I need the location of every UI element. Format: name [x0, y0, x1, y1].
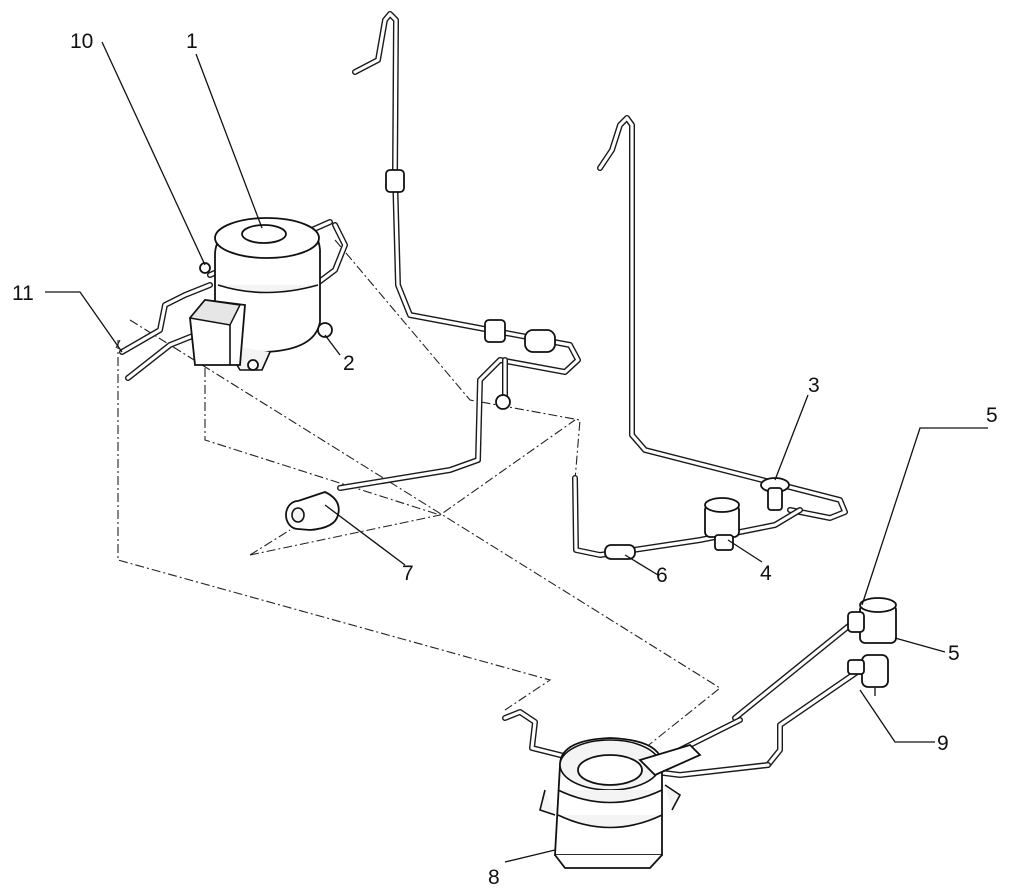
- capacitor-7: [285, 491, 340, 531]
- callout-labels: 10 1 11 2 3 5 7 6 4 5 9 8: [12, 30, 998, 889]
- callout-10: 10: [70, 30, 93, 53]
- callout-11: 11: [12, 282, 34, 305]
- valve-3: [760, 477, 790, 511]
- callout-3: 3: [808, 374, 820, 397]
- valve-9: [847, 654, 889, 696]
- callout-1: 1: [186, 30, 198, 53]
- dash-connection-lines: [114, 239, 721, 761]
- pipe-network: [119, 11, 863, 778]
- callout-5-top: 5: [986, 404, 998, 427]
- callout-2: 2: [343, 352, 355, 375]
- leader-lines: [45, 41, 988, 863]
- dryer-filter: [484, 319, 556, 410]
- pipe-sleeve: [385, 169, 405, 193]
- callout-9: 9: [937, 732, 949, 755]
- callout-4: 4: [760, 562, 772, 585]
- callout-5-bottom: 5: [948, 642, 960, 665]
- coil-evaporator-8: [539, 737, 702, 869]
- fitting-6: [604, 544, 636, 560]
- solenoid-valve-5: [847, 597, 897, 644]
- callout-6: 6: [656, 564, 668, 587]
- electrical-box: [188, 299, 246, 366]
- callout-7: 7: [402, 562, 414, 585]
- solenoid-valve-4: [704, 497, 740, 551]
- callout-8: 8: [488, 866, 500, 889]
- fitting-2: [317, 322, 333, 338]
